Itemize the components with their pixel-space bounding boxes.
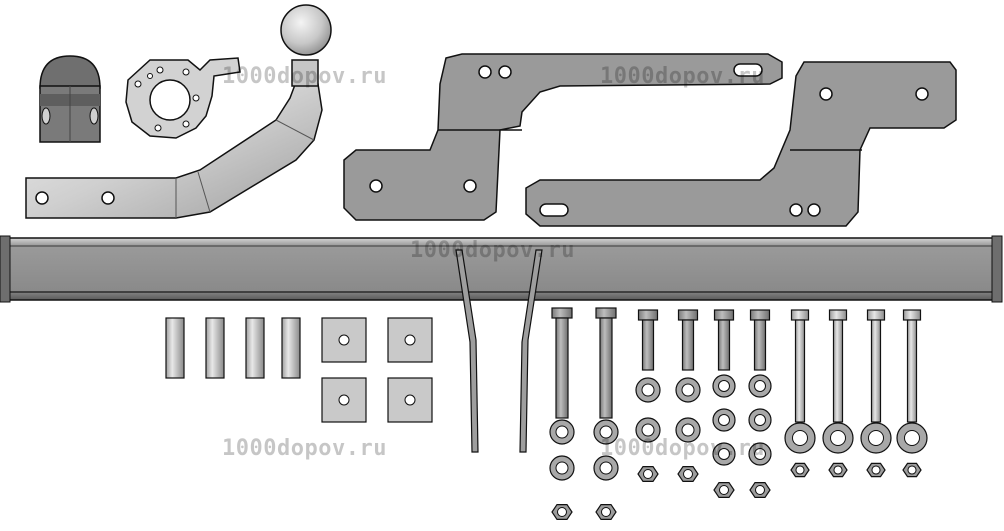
washer	[635, 377, 661, 403]
washer	[712, 442, 736, 466]
washer	[860, 422, 892, 454]
washer	[675, 417, 701, 443]
hex-nut	[595, 504, 617, 521]
bolt	[828, 309, 848, 423]
washer	[593, 455, 619, 481]
bolt	[866, 309, 886, 423]
left-side-bracket	[343, 53, 783, 221]
tow-ball	[280, 4, 332, 56]
hex-nut	[637, 466, 659, 482]
watermark-top-right: 1000dopov.ru	[600, 64, 765, 89]
bolt	[677, 309, 699, 371]
electrical-socket	[39, 55, 101, 143]
washer	[712, 374, 736, 398]
hex-nut	[713, 482, 735, 498]
washers	[549, 374, 928, 481]
hex-nut	[828, 462, 848, 478]
spacer-tubes	[165, 317, 301, 379]
watermark-top-left: 1000dopov.ru	[222, 64, 387, 89]
nuts	[551, 462, 922, 521]
hex-nut	[551, 504, 573, 521]
washer	[748, 408, 772, 432]
watermark-center: 1000dopov.ru	[410, 238, 575, 263]
hex-nut	[866, 462, 886, 478]
washer	[675, 377, 701, 403]
bolt	[902, 309, 922, 423]
hanger-straps	[455, 249, 543, 453]
washer	[549, 419, 575, 445]
bolt	[595, 307, 617, 419]
tow-ball-arm	[25, 4, 332, 219]
bolt	[790, 309, 810, 423]
bolts	[551, 307, 922, 423]
socket-mounting-bracket	[125, 57, 241, 139]
main-crossbar	[0, 235, 1003, 303]
bolt	[551, 307, 573, 419]
hex-nut	[677, 466, 699, 482]
bolt	[637, 309, 659, 371]
washer	[896, 422, 928, 454]
bolt	[749, 309, 771, 371]
washer	[822, 422, 854, 454]
washer	[549, 455, 575, 481]
bolt	[713, 309, 735, 371]
washer	[784, 422, 816, 454]
hex-nut	[790, 462, 810, 478]
washer	[748, 374, 772, 398]
washer	[593, 419, 619, 445]
hex-nut	[902, 462, 922, 478]
watermark-bottom-right: 1000dopov.ru	[600, 436, 765, 461]
washer	[635, 417, 661, 443]
washer	[712, 408, 736, 432]
washer	[748, 442, 772, 466]
watermark-bottom-left: 1000dopov.ru	[222, 436, 387, 461]
square-washer-plates	[321, 317, 433, 423]
right-side-bracket	[525, 61, 957, 227]
hex-nut	[749, 482, 771, 498]
